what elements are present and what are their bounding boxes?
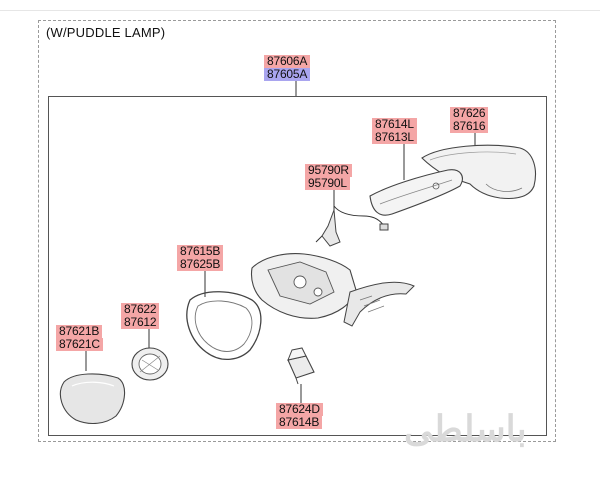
assembly-frame xyxy=(48,96,547,436)
part-label-motor-1[interactable]: 87622 xyxy=(121,303,160,316)
part-label-cover-2[interactable]: 87616 xyxy=(450,120,489,133)
variant-title: (W/PUDDLE LAMP) xyxy=(46,25,166,40)
mirror-glass-part xyxy=(59,373,126,425)
part-label-frame-2[interactable]: 87625B xyxy=(177,258,224,271)
mirror-motor-part xyxy=(131,347,169,381)
part-label-assembly-1[interactable]: 87606A xyxy=(264,55,311,68)
part-label-cover-1[interactable]: 87626 xyxy=(450,107,489,120)
side-lamp-part xyxy=(369,169,463,216)
puddle-lamp-part xyxy=(287,347,315,385)
part-label-puddle-2[interactable]: 87614B xyxy=(276,416,323,429)
part-label-motor-2[interactable]: 87612 xyxy=(121,316,160,329)
part-label-harness-1[interactable]: 95790R xyxy=(305,164,352,177)
part-label-puddle-1[interactable]: 87624D xyxy=(276,403,323,416)
outer-dashed-frame xyxy=(38,20,556,442)
top-divider xyxy=(0,10,600,11)
part-label-glass-1[interactable]: 87621B xyxy=(56,325,103,338)
part-label-glass-2[interactable]: 87621C xyxy=(56,338,103,351)
part-label-harness-2[interactable]: 95790L xyxy=(305,177,350,190)
part-label-assembly-2[interactable]: 87605A xyxy=(264,68,311,81)
part-label-frame-1[interactable]: 87615B xyxy=(177,245,224,258)
part-label-lamp-2[interactable]: 87613L xyxy=(372,131,417,144)
part-label-lamp-1[interactable]: 87614L xyxy=(372,118,417,131)
mirror-base-assembly-part xyxy=(250,253,415,327)
mirror-frame-part xyxy=(186,291,262,360)
watermark-logo: باسلطی xyxy=(404,408,527,449)
wiring-harness-part xyxy=(315,205,389,247)
